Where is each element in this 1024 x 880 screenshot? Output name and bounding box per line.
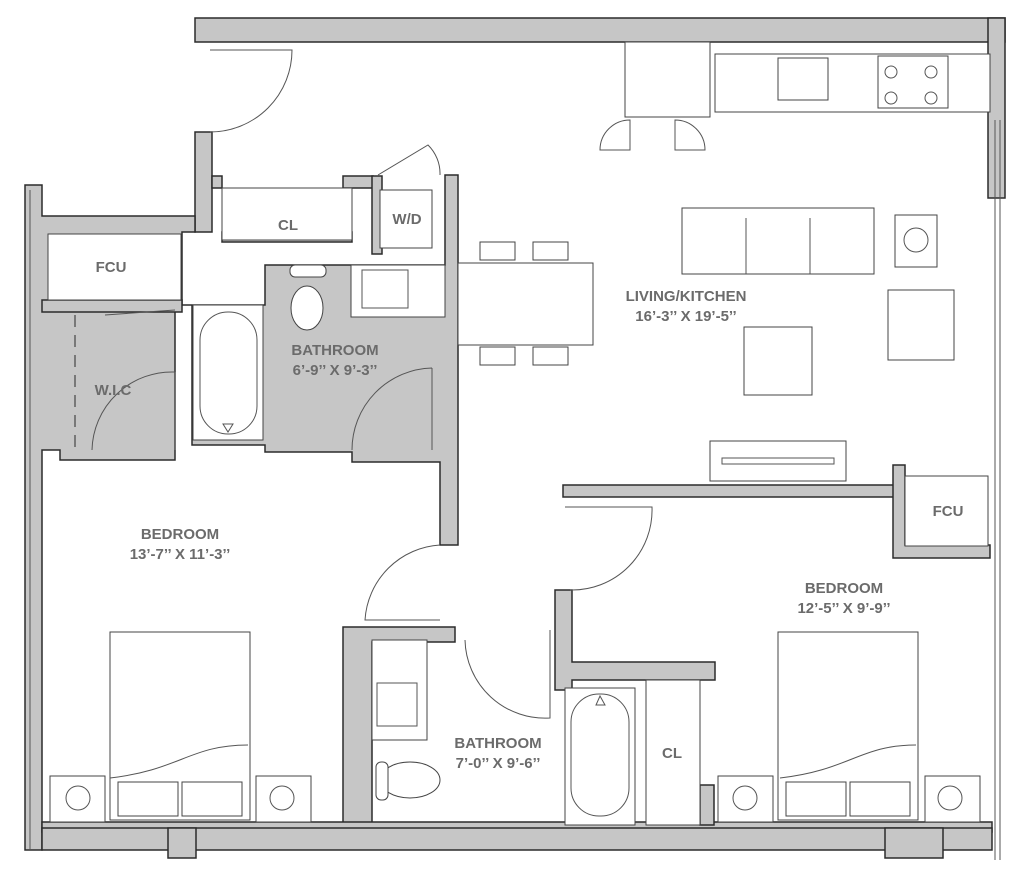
- room-size: 6’-9’’ X 9’-3’’: [292, 362, 378, 379]
- room-size: 7’-0’’ X 9’-6’’: [455, 755, 541, 772]
- tv-console: [709, 440, 847, 482]
- wic-label: W.I.C: [94, 382, 132, 399]
- kitchen-sink: [777, 57, 829, 101]
- room-size: 12’-5’’ X 9’-9’’: [797, 600, 891, 617]
- bathroom-2-label: BATHROOM 7’-0’’ X 9’-6’’: [454, 734, 541, 774]
- room-name: BATHROOM: [454, 735, 542, 752]
- room-size: 13’-7’’ X 11’-3’’: [129, 546, 231, 563]
- closet-label-1: CL: [278, 217, 298, 234]
- closet-label-2: CL: [662, 745, 682, 762]
- coffee-table: [743, 326, 813, 396]
- side-table: [894, 214, 938, 268]
- bedroom-2-label: BEDROOM 12’-5’’ X 9’-9’’: [797, 579, 890, 619]
- walls: [24, 17, 1006, 860]
- kitchen: [457, 41, 991, 366]
- room-name: BEDROOM: [804, 580, 884, 597]
- bathroom-2-fixtures: [371, 639, 636, 826]
- fcu-box-2: [904, 475, 989, 547]
- washer-dryer: [379, 189, 433, 249]
- room-name: BATHROOM: [291, 342, 379, 359]
- closet-2: [645, 679, 701, 826]
- fcu-box-1: [47, 233, 182, 301]
- stove: [877, 55, 949, 109]
- doors: [91, 49, 706, 719]
- closet-1: [221, 187, 353, 241]
- bedroom-1-label: BEDROOM 13’-7’’ X 11’-3’’: [130, 525, 231, 565]
- room-size: 16’-3’’ X 19’-5’’: [635, 308, 737, 325]
- fcu-label-1: FCU: [95, 259, 127, 276]
- sofa: [681, 207, 875, 275]
- living-furniture: [681, 207, 955, 482]
- room-name: BEDROOM: [140, 526, 220, 543]
- bathroom-1-label: BATHROOM 6’-9’’ X 9’-3’’: [291, 341, 378, 381]
- washer-dryer-label: W/D: [392, 211, 422, 228]
- living-kitchen-label: LIVING/KITCHEN 16’-3’’ X 19’-5’’: [626, 287, 747, 327]
- room-name: LIVING/KITCHEN: [625, 288, 747, 305]
- dining-island: [457, 262, 594, 346]
- armchair: [887, 289, 955, 361]
- bathroom-1-fixtures: [192, 264, 446, 441]
- bedroom-1-furniture: [49, 631, 312, 823]
- fridge: [624, 41, 711, 118]
- bedroom-2-furniture: [717, 631, 981, 823]
- fcu-label-2: FCU: [932, 503, 964, 520]
